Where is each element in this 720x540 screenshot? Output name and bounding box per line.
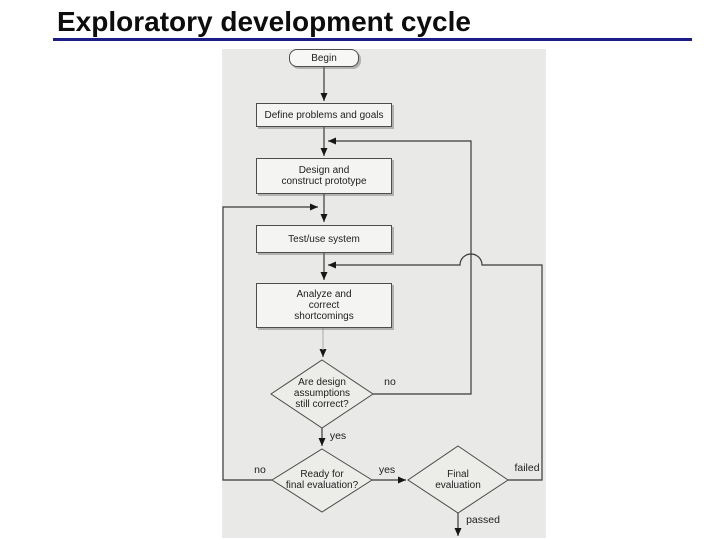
node-test-system: Test/use system [256, 225, 392, 253]
edge-label-assumptions-yes: yes [329, 430, 347, 442]
node-design-prototype-label: Design and construct prototype [281, 165, 367, 187]
node-analyze-shortcomings-label: Analyze and correct shortcomings [294, 289, 354, 322]
node-analyze-shortcomings: Analyze and correct shortcomings [256, 283, 392, 328]
edge-assumptions-no-loop [328, 137, 472, 395]
page-title: Exploratory development cycle [57, 6, 471, 37]
edge-label-ready-yes: yes [378, 464, 396, 476]
edge-ready-no-loop [222, 203, 318, 481]
node-begin-label: Begin [311, 52, 337, 64]
edge-label-assumptions-no: no [384, 376, 396, 388]
node-design-prototype: Design and construct prototype [256, 158, 392, 194]
title-underline-rule [53, 38, 692, 41]
edge-label-evaluation-failed: failed [514, 462, 540, 474]
edge-evaluation-failed-loop [328, 253, 543, 481]
decision-ready-final-label: Ready for final evaluation? [285, 468, 359, 491]
node-test-system-label: Test/use system [288, 233, 360, 245]
node-define-problems-label: Define problems and goals [264, 109, 384, 121]
decision-ready-final-shape [271, 448, 373, 513]
decision-design-assumptions-label: Are design assumptions still correct? [293, 376, 351, 410]
decision-final-evaluation-label: Final evaluation [435, 468, 481, 491]
node-define-problems: Define problems and goals [256, 103, 392, 127]
edge-label-ready-no: no [254, 464, 266, 476]
edge-label-evaluation-passed: passed [466, 514, 500, 526]
node-begin: Begin [289, 49, 359, 67]
